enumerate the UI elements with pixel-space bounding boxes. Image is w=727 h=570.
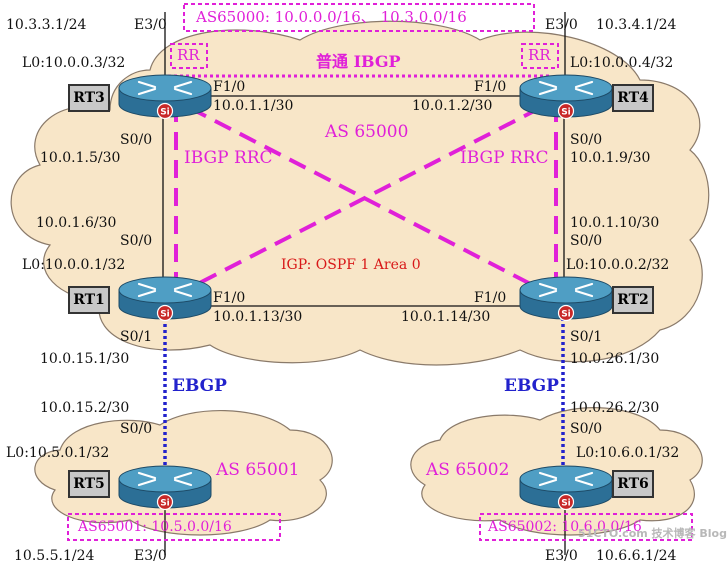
rt5-loopback: L0:10.5.0.1/32 — [6, 445, 110, 461]
router-rt6-icon: Si — [519, 465, 613, 511]
router-rt3-si-badge — [156, 102, 174, 120]
router-rt1-arrows — [137, 282, 193, 298]
rt4-f10-ip: 10.0.1.2/30 — [412, 98, 493, 114]
router-rt4-name: RT4 — [612, 84, 654, 112]
router-rt2-si-text: Si — [561, 310, 571, 320]
router-rt2-name: RT2 — [612, 286, 654, 314]
as65001-box-label: AS65001: 10.5.0.0/16 — [78, 519, 232, 535]
router-rt4-icon: Si — [519, 74, 613, 120]
as65001-label: AS 65001 — [216, 460, 300, 480]
rt1-s00-ip: 10.0.1.6/30 — [36, 215, 117, 231]
as65001-box-frame — [67, 513, 281, 541]
rt5-e3-ip: 10.5.5.1/24 — [14, 548, 95, 564]
router-rt1-name: RT1 — [68, 286, 110, 314]
router-rt3-arrows — [137, 80, 193, 96]
router-rt2-arrows — [538, 282, 594, 298]
router-rt6-si-badge — [557, 493, 575, 511]
as65002-box-label: AS65002: 10.6.0.0/16 — [488, 519, 642, 535]
as65000-label: AS 65000 — [325, 122, 409, 142]
rt2-s01: S0/1 — [570, 329, 603, 345]
router-rt6-arrows — [538, 471, 594, 487]
rt2-s00: S0/0 — [570, 233, 603, 249]
rt6-e3-ip: 10.6.6.1/24 — [596, 548, 677, 564]
router-rt3-si-text: Si — [160, 108, 170, 118]
router-rt3-icon: Si — [118, 74, 212, 120]
watermark: 51CTO.com 技术博客 Blog — [578, 527, 727, 540]
ibgp-rrc-left-label: IBGP RRC — [184, 148, 273, 168]
rt3-f10: F1/0 — [213, 79, 246, 95]
rt1-s00: S0/0 — [120, 233, 153, 249]
rt3-f10-ip: 10.0.1.1/30 — [213, 98, 294, 114]
rt1-s01: S0/1 — [120, 329, 153, 345]
router-rt2-si-badge — [557, 304, 575, 322]
router-rt5-si-text: Si — [160, 499, 170, 509]
top-banner-frame — [183, 3, 535, 32]
rt4-s00-ip: 10.0.1.9/30 — [570, 150, 651, 166]
rr-right-label: RR — [528, 46, 551, 64]
router-rt1-icon: Si — [118, 276, 212, 322]
rt3-e3-ip: 10.3.3.1/24 — [6, 17, 87, 33]
router-rt1-si-badge — [156, 304, 174, 322]
rt1-s01-ip: 10.0.15.1/30 — [40, 351, 130, 367]
router-rt5-name: RT5 — [68, 470, 110, 498]
rt4-s00: S0/0 — [570, 132, 603, 148]
rt3-e3-if: E3/0 — [134, 17, 167, 33]
rt6-s00-ip: 10.0.26.2/30 — [570, 400, 660, 416]
rt2-s00-ip: 10.0.1.10/30 — [570, 215, 660, 231]
ebgp-left-label: EBGP — [172, 376, 227, 396]
rt4-f10: F1/0 — [474, 79, 507, 95]
rt2-f10: F1/0 — [474, 290, 507, 306]
rt6-e3-if: E3/0 — [545, 548, 578, 564]
router-rt5-icon: Si — [118, 465, 212, 511]
router-rt6-name: RT6 — [612, 470, 654, 498]
rt5-e3-if: E3/0 — [134, 548, 167, 564]
physical-links — [162, 12, 566, 555]
rt6-s00: S0/0 — [570, 421, 603, 437]
rt3-s00: S0/0 — [120, 132, 153, 148]
rr-left-label: RR — [177, 46, 200, 64]
rt2-s01-ip: 10.0.26.1/30 — [570, 351, 660, 367]
ibgp-rrc-links — [174, 104, 558, 296]
rt4-e3-if: E3/0 — [545, 17, 578, 33]
router-rt4-arrows — [538, 80, 594, 96]
rr-boxes — [170, 43, 559, 69]
plain-ibgp-label: 普通 IBGP — [316, 52, 401, 71]
rt1-f10: F1/0 — [213, 290, 246, 306]
rt2-f10-ip: 10.0.1.14/30 — [401, 309, 491, 325]
router-rt1-si-text: Si — [160, 310, 170, 320]
rt5-s00: S0/0 — [120, 421, 153, 437]
ebgp-links — [163, 318, 565, 470]
router-rt4-si-badge — [557, 102, 575, 120]
as65002-box-frame — [479, 513, 693, 541]
router-rt5-arrows — [137, 471, 193, 487]
igp-label: IGP: OSPF 1 Area 0 — [281, 257, 421, 273]
rt4-loopback: L0:10.0.0.4/32 — [570, 55, 674, 71]
rt1-f10-ip: 10.0.1.13/30 — [213, 309, 303, 325]
rt4-e3-ip: 10.3.4.1/24 — [596, 17, 677, 33]
rt2-loopback: L0:10.0.0.2/32 — [566, 257, 670, 273]
router-rt6-si-text: Si — [561, 499, 571, 509]
top-banner: AS65000: 10.0.0.0/16、 10.3.0.0/16 — [196, 8, 467, 26]
router-rt4-si-text: Si — [561, 108, 571, 118]
rt5-s00-ip: 10.0.15.2/30 — [40, 400, 130, 416]
rt1-loopback: L0:10.0.0.1/32 — [22, 257, 126, 273]
ebgp-right-label: EBGP — [504, 376, 559, 396]
router-rt2-icon: Si — [519, 276, 613, 322]
rt3-loopback: L0:10.0.0.3/32 — [22, 55, 126, 71]
rt3-s00-ip: 10.0.1.5/30 — [40, 150, 121, 166]
rt6-loopback: L0:10.6.0.1/32 — [576, 445, 680, 461]
as65002-label: AS 65002 — [426, 460, 510, 480]
ibgp-rrc-right-label: IBGP RRC — [460, 148, 549, 168]
router-rt3-name: RT3 — [68, 84, 110, 112]
router-rt5-si-badge — [156, 493, 174, 511]
